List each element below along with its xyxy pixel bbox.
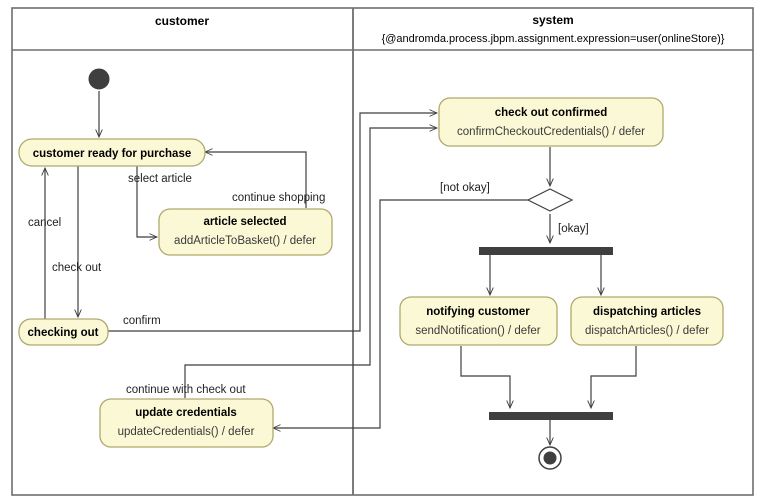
state-title: dispatching articles [593, 306, 701, 318]
edge-label-continue-shopping: continue shopping [232, 192, 325, 204]
edge-layer [45, 91, 437, 398]
edge-notifying-to-join [460, 346, 510, 408]
edge-label-layer: select article continue shopping cancel … [28, 173, 589, 396]
state-notifying-customer[interactable]: notifying customer sendNotification() / … [399, 296, 558, 346]
state-dispatching-articles[interactable]: dispatching articles dispatchArticles() … [570, 296, 724, 346]
state-title: update credentials [135, 407, 237, 419]
state-body: dispatchArticles() / defer [585, 325, 709, 337]
swimlane-title-customer: customer [155, 14, 209, 28]
state-body: confirmCheckoutCredentials() / defer [457, 126, 645, 138]
edge-label-confirm: confirm [123, 315, 161, 327]
edge-label-okay: [okay] [558, 223, 589, 235]
swimlane-header-system: system {@andromda.process.jbpm.assignmen… [382, 13, 725, 45]
decision-node[interactable] [526, 188, 574, 212]
edge-confirm [108, 113, 437, 332]
state-body: addArticleToBasket() / defer [174, 235, 316, 247]
edge-label-continue-with-check-out: continue with check out [126, 384, 246, 396]
fork-bar[interactable] [479, 247, 613, 255]
edge-label-not-okay: [not okay] [440, 182, 490, 194]
state-update-credentials[interactable]: update credentials updateCredentials() /… [99, 398, 274, 448]
state-title: check out confirmed [495, 107, 607, 119]
edge-not-okay [273, 199, 528, 428]
swimlane-title-system: system [532, 13, 573, 27]
edge-continue-shopping [205, 152, 307, 208]
edge-layer-system [273, 147, 637, 445]
edge-label-select-article: select article [128, 173, 192, 185]
initial-node[interactable] [88, 68, 110, 90]
swimlane-subtitle-system: {@andromda.process.jbpm.assignment.expre… [382, 33, 725, 45]
swimlane-frame [11, 7, 754, 496]
state-title: customer ready for purchase [33, 148, 192, 160]
state-customer-ready-for-purchase[interactable]: customer ready for purchase [18, 138, 206, 167]
state-title: checking out [28, 327, 99, 339]
join-bar[interactable] [489, 412, 613, 420]
state-title: notifying customer [426, 306, 530, 318]
edge-continue-with-check-out [184, 128, 437, 398]
edge-label-cancel: cancel [28, 217, 61, 229]
state-body: sendNotification() / defer [415, 325, 540, 337]
edge-label-check-out: check out [52, 262, 102, 274]
state-checking-out[interactable]: checking out [18, 318, 109, 346]
state-article-selected[interactable]: article selected addArticleToBasket() / … [158, 208, 333, 256]
edge-dispatching-to-join [591, 346, 637, 408]
final-node[interactable] [538, 446, 562, 470]
state-title: article selected [203, 216, 286, 228]
edge-select-article [136, 165, 157, 237]
state-check-out-confirmed[interactable]: check out confirmed confirmCheckoutCrede… [438, 97, 664, 147]
state-body: updateCredentials() / defer [118, 426, 255, 438]
swimlane-header-customer: customer [155, 14, 209, 28]
